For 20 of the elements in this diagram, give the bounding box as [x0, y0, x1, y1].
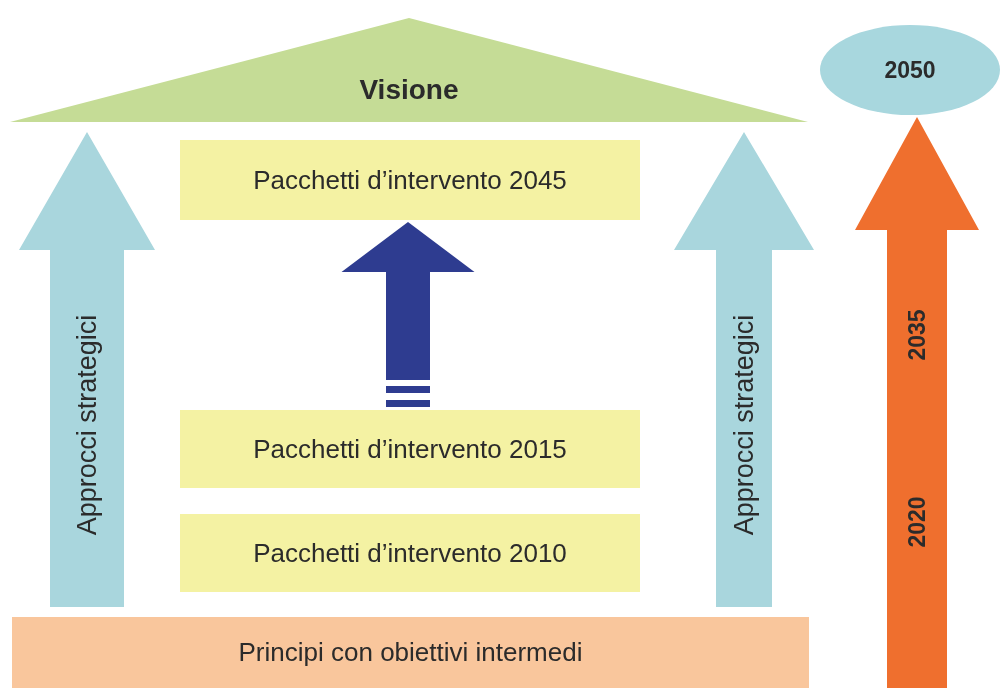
- node-text: Principi con obiettivi intermedi: [238, 637, 583, 668]
- block-arrow: [674, 132, 814, 607]
- year-label: 2035: [903, 309, 931, 361]
- package-box: [180, 514, 640, 592]
- node-text: Pacchetti d’intervento 2010: [253, 537, 567, 569]
- package-box: [180, 410, 640, 488]
- edge-label: Approcci strategici: [71, 314, 103, 536]
- package-box: [180, 140, 640, 220]
- node-text: Pacchetti d’intervento 2015: [253, 433, 567, 465]
- edge-label: 2020: [903, 496, 931, 548]
- node-text: 2050: [884, 56, 936, 84]
- principles-bar: [12, 617, 809, 688]
- edge-label: Approcci strategici: [728, 314, 760, 536]
- node-text: Visione: [359, 74, 459, 106]
- roof-triangle: [10, 18, 808, 122]
- node-text: Pacchetti d’intervento 2045: [253, 164, 567, 196]
- block-arrow: [855, 117, 979, 688]
- year-ellipse: [820, 25, 1000, 115]
- block-arrow: [19, 132, 155, 607]
- block-arrow: [341, 222, 475, 407]
